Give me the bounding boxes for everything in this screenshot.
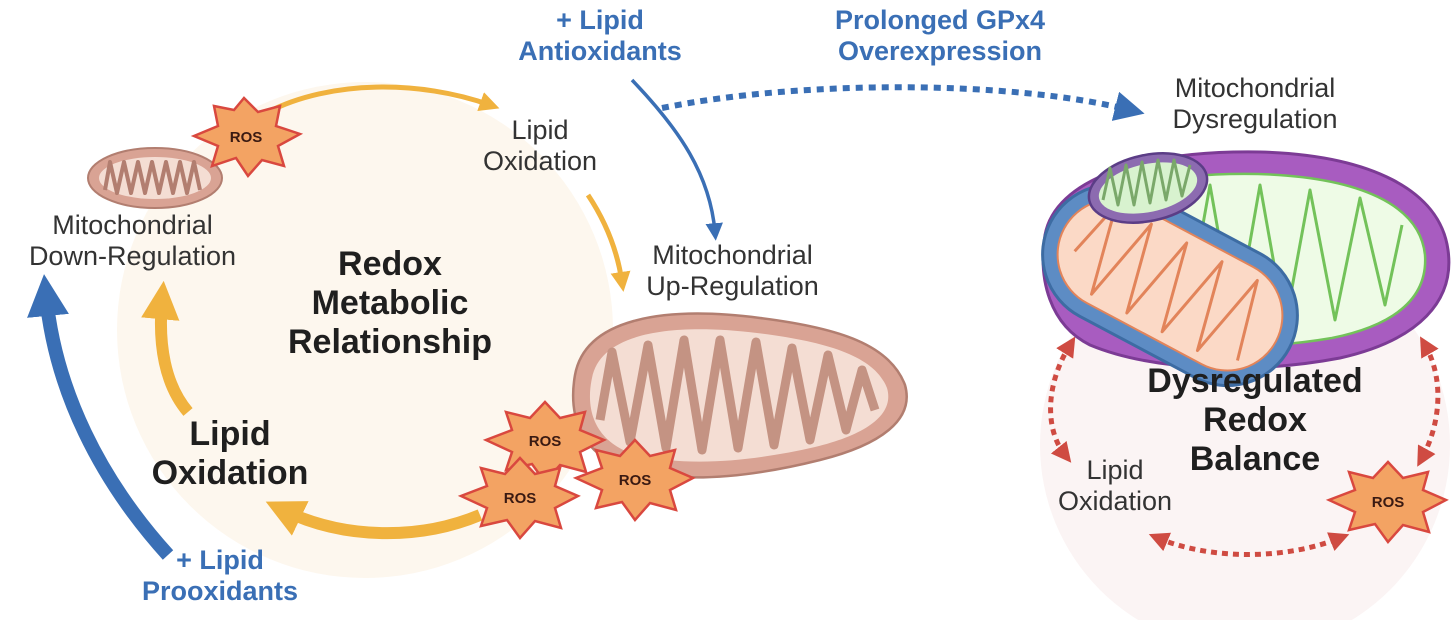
mitochondrion-small-icon: [87, 147, 223, 209]
arrow-lipid-oxidation-to-down-regulation: [141, 280, 193, 416]
redox-cycle-background: [117, 82, 613, 578]
arrow-antioxidants: [630, 78, 723, 241]
ros-burst-lower-right: ROS: [572, 438, 696, 522]
arrow-dysregulation-ros: [1417, 336, 1441, 467]
ros-burst-right: ROS: [1325, 460, 1449, 544]
arrow-ros-to-lipid-oxidation-bottom: [265, 501, 483, 540]
arrow-lipid-oxidation-to-up-regulation: [585, 193, 631, 292]
ros-label: ROS: [1372, 494, 1405, 511]
mitochondrion-blue-icon: [1041, 182, 1299, 388]
ros-label: ROS: [230, 129, 263, 146]
arrow-prooxidants: [27, 274, 174, 560]
ros-label: ROS: [619, 472, 652, 489]
ros-burst-top: ROS: [190, 96, 304, 179]
mitochondrion-green-icon: [1087, 152, 1209, 224]
arrow-gpx4-overexpression: [661, 84, 1145, 121]
arrow-dysregulation-lipid: [1048, 336, 1076, 463]
mitochondrion-large-icon: [571, 312, 908, 479]
arrow-lipid-ros: [1148, 532, 1350, 557]
arrow-ros-to-lipid-oxidation: [266, 84, 500, 115]
ros-label: ROS: [529, 433, 562, 450]
ros-burst-lower-left: ROS: [457, 456, 581, 540]
ros-label: ROS: [504, 490, 537, 507]
